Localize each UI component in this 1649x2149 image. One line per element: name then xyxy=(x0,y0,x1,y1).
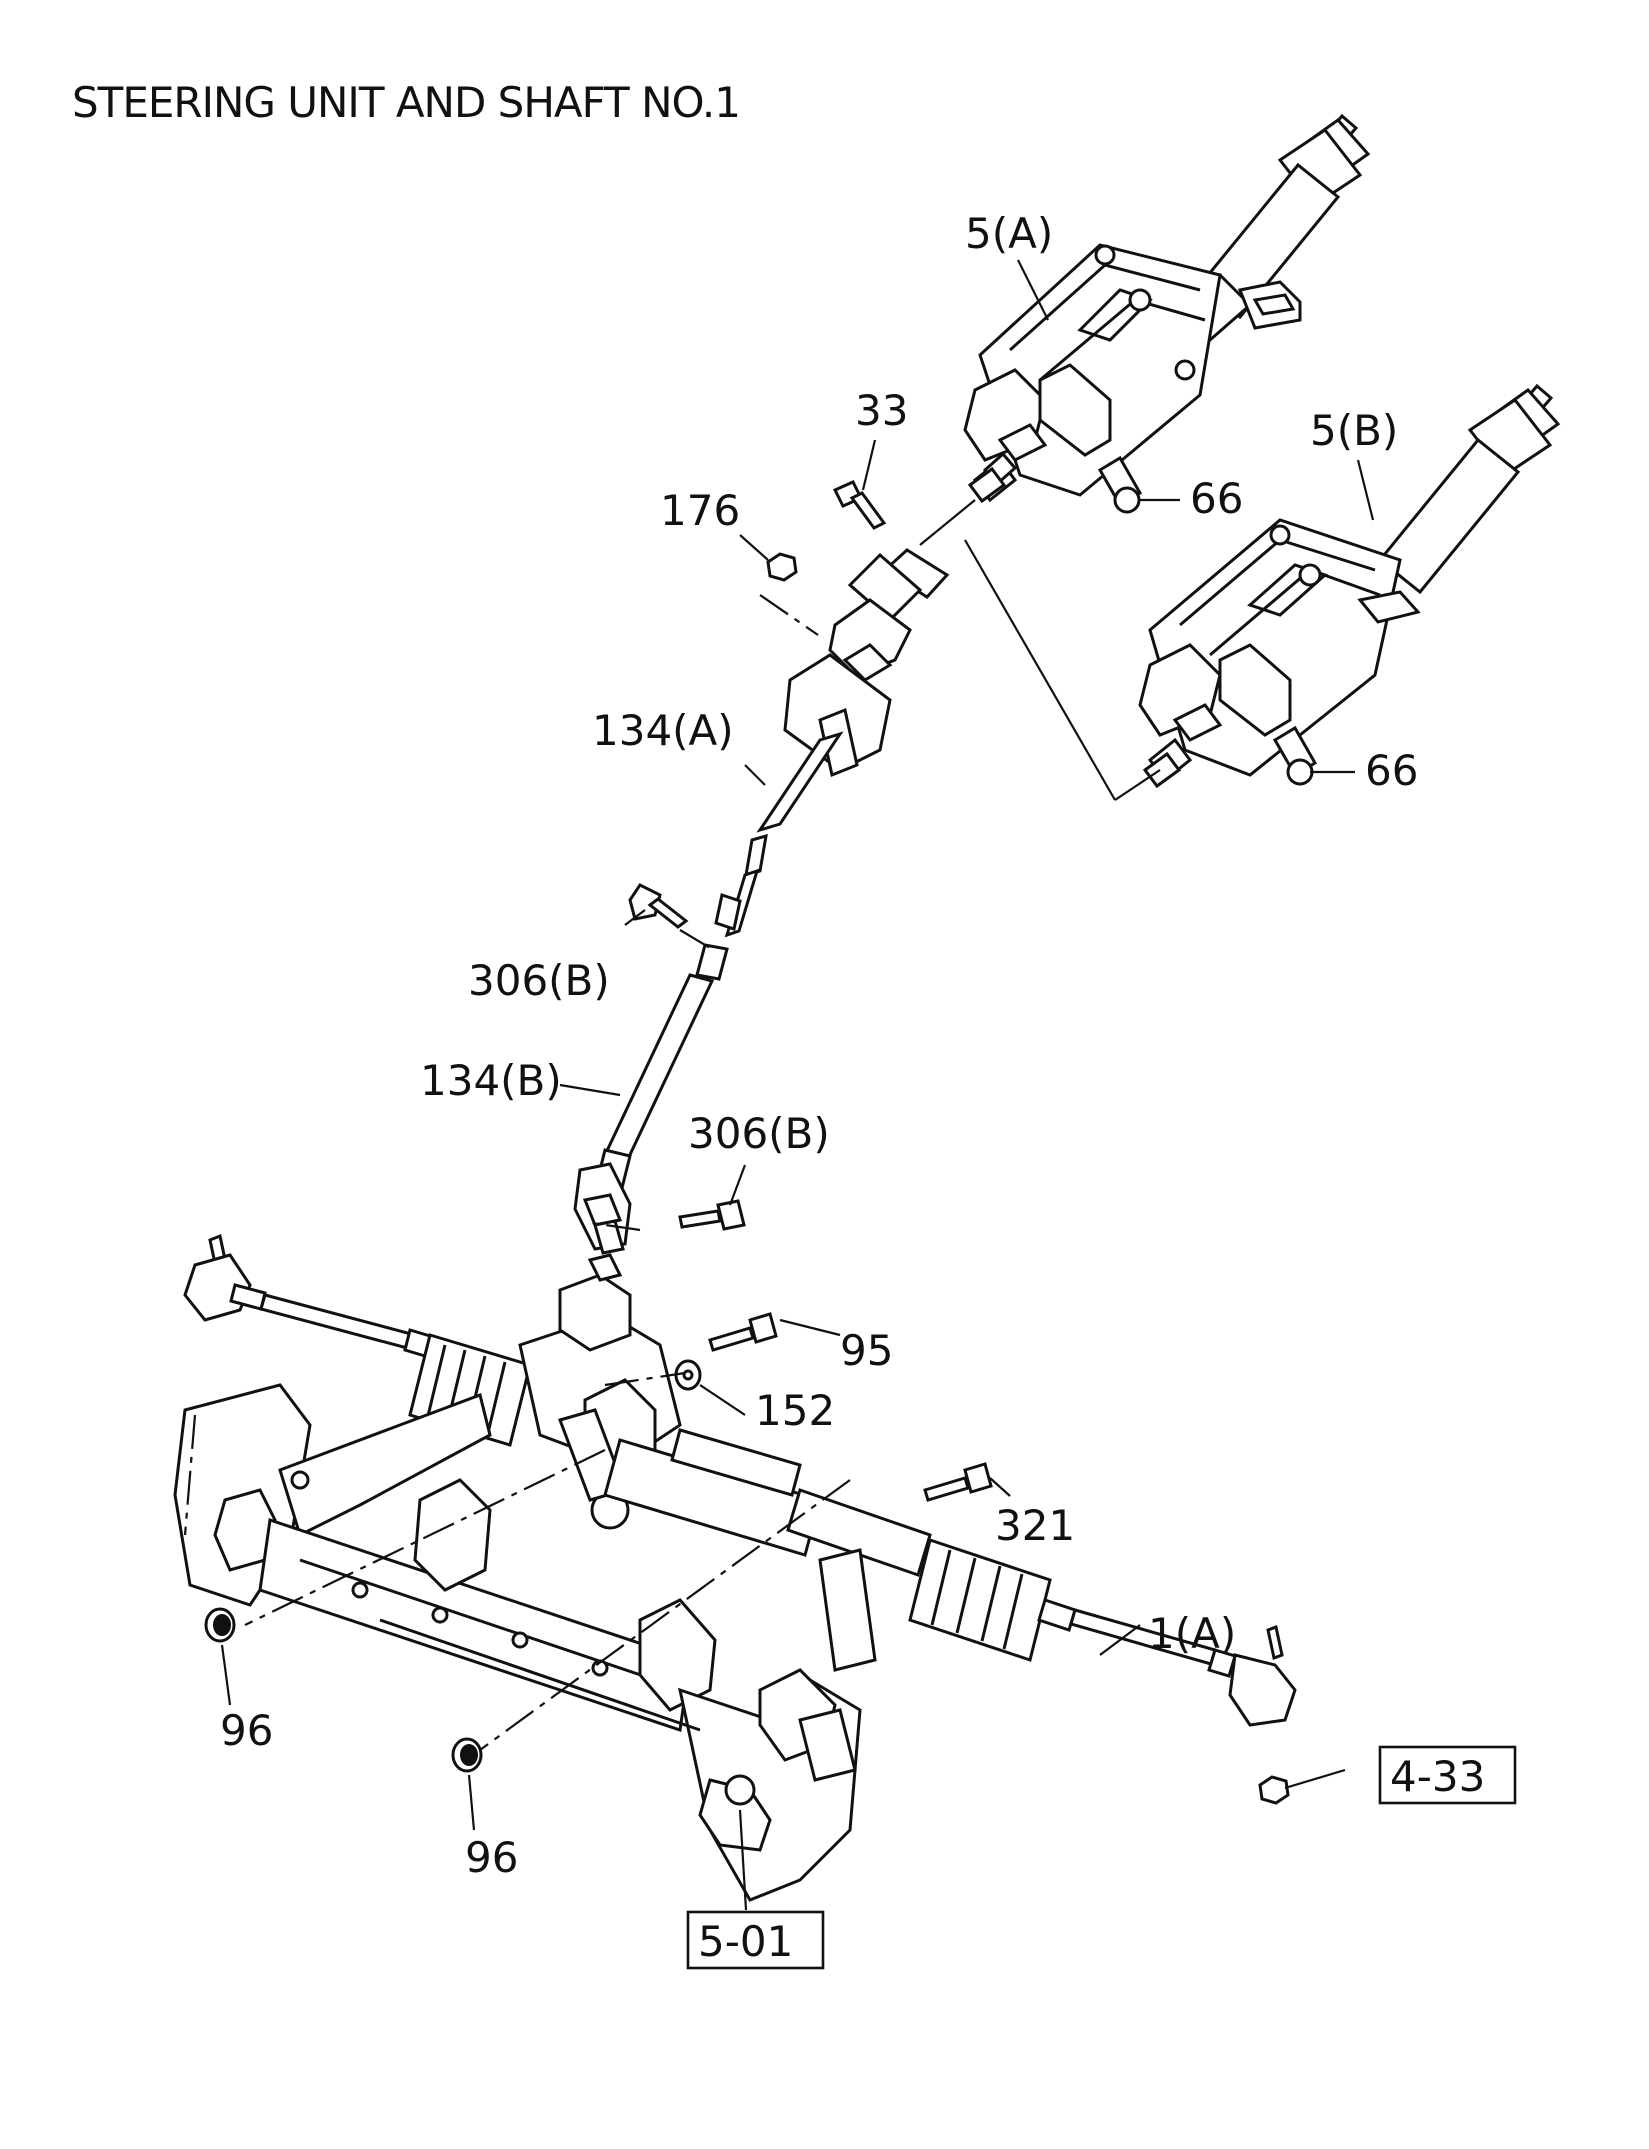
callout-176: 176 xyxy=(660,486,740,535)
reference-4-33[interactable]: 4-33 xyxy=(1378,1745,1517,1805)
bolt-306b-lower xyxy=(678,1199,746,1231)
nut-4-33 xyxy=(1258,1775,1290,1805)
callout-5a: 5(A) xyxy=(965,209,1053,258)
reference-5-01-label: 5-01 xyxy=(698,1917,793,1966)
nut-176 xyxy=(766,552,798,582)
steering-gear-1a xyxy=(183,1233,1297,1727)
bolt-306b-upper xyxy=(628,883,689,929)
steering-column-5a xyxy=(963,113,1371,504)
lower-shaft-134b xyxy=(573,943,729,1255)
callout-66-upper: 66 xyxy=(1190,474,1243,523)
callout-321: 321 xyxy=(995,1501,1075,1550)
bolt-66-lower xyxy=(1272,725,1318,786)
reference-4-33-label: 4-33 xyxy=(1390,1752,1485,1801)
callout-96-left: 96 xyxy=(220,1706,273,1755)
bolt-33 xyxy=(832,480,887,530)
callout-134a: 134(A) xyxy=(592,706,734,755)
bolt-66-upper xyxy=(1097,455,1143,514)
intermediate-shaft-134a xyxy=(714,548,950,938)
callout-66-lower: 66 xyxy=(1365,746,1418,795)
assembly-lines xyxy=(183,499,1161,1751)
callout-134b: 134(B) xyxy=(420,1056,562,1105)
nut-96-center xyxy=(451,1737,483,1773)
callout-306b-upper: 306(B) xyxy=(468,956,610,1005)
callout-33: 33 xyxy=(855,386,908,435)
steering-column-5b xyxy=(1138,383,1561,789)
callout-95: 95 xyxy=(840,1326,893,1375)
callout-306b-lower: 306(B) xyxy=(688,1109,830,1158)
leader-lines xyxy=(220,259,1375,1911)
callout-96-center: 96 xyxy=(465,1833,518,1882)
crossmember xyxy=(173,1383,877,1902)
bolt-95 xyxy=(708,1312,778,1352)
washer-152 xyxy=(674,1359,702,1391)
callout-5b: 5(B) xyxy=(1310,406,1398,455)
reference-5-01[interactable]: 5-01 xyxy=(686,1910,825,1970)
nut-96-left xyxy=(204,1607,236,1643)
page-title: STEERING UNIT AND SHAFT NO.1 xyxy=(72,78,741,127)
callout-152: 152 xyxy=(755,1386,835,1435)
callout-1a: 1(A) xyxy=(1148,1609,1236,1658)
bolt-321 xyxy=(923,1462,993,1502)
